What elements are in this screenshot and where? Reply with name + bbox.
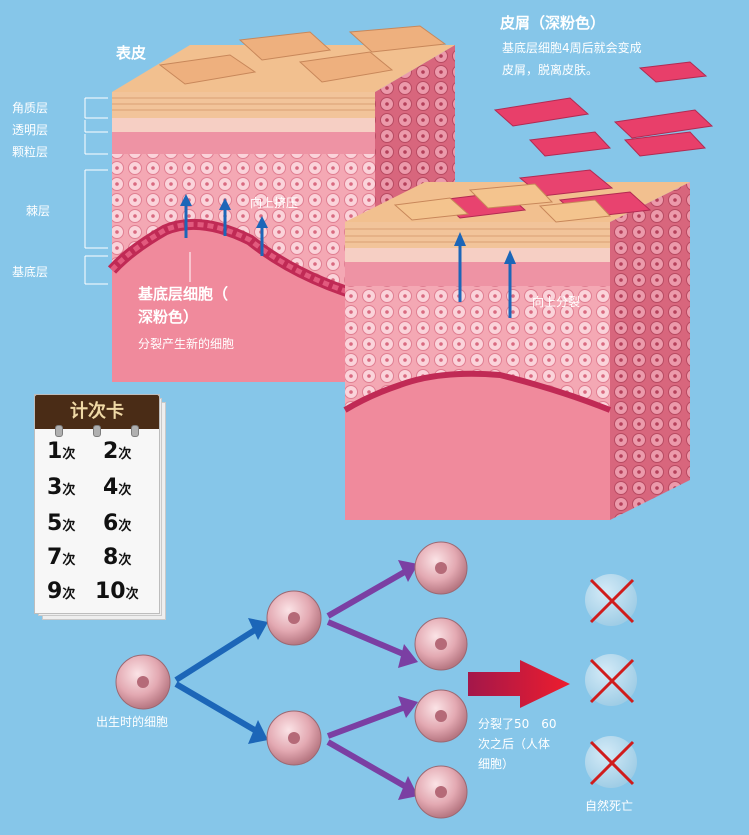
- skin-block-right: [343, 169, 690, 520]
- birth-cell-label: 出生时的细胞: [96, 715, 169, 729]
- card-ring: [131, 425, 139, 437]
- count-card: 计次卡 1次 2次 3次 4次 5次 6次 7次 8次 9次 10次: [34, 394, 166, 620]
- dander-desc-line1: 基底层细胞4周后就会变成: [502, 41, 642, 55]
- layer-label-lucidum: 透明层: [12, 123, 49, 137]
- gen2-cell-1: [414, 541, 468, 595]
- natural-death-label: 自然死亡: [585, 799, 634, 813]
- dead-cell-2: [585, 654, 637, 706]
- split-up-arrows: [454, 232, 516, 318]
- card-ring: [93, 425, 101, 437]
- gen2-cell-4: [414, 765, 468, 819]
- count-8: 8次: [103, 545, 132, 570]
- floating-dander: [493, 61, 714, 157]
- dander-title: 皮屑（深粉色）: [500, 14, 606, 32]
- gen1-cell-bottom: [266, 710, 322, 766]
- division-arrows: [174, 560, 570, 800]
- push-up-arrows: [180, 194, 268, 256]
- layer-brackets: [84, 97, 108, 285]
- count-3: 3次: [47, 475, 76, 500]
- count-2: 2次: [103, 439, 132, 464]
- count-card-title: 计次卡: [35, 395, 159, 429]
- push-up-label: 向上挤压: [250, 196, 299, 210]
- layer-label-spinosum: 棘层: [26, 204, 51, 218]
- dead-cells: [585, 574, 637, 788]
- after-division-line3: 细胞）: [478, 757, 515, 771]
- birth-cell: [115, 654, 171, 710]
- count-9: 9次: [47, 579, 76, 604]
- after-division-line1: 分裂了50 60: [478, 717, 557, 731]
- count-1: 1次: [47, 439, 76, 464]
- count-10: 10次: [95, 579, 139, 604]
- after-division-line2: 次之后（人体: [478, 737, 551, 751]
- basal-title-line2: 深粉色）: [138, 308, 199, 326]
- count-6: 6次: [103, 511, 132, 536]
- dead-cell-1: [585, 574, 637, 626]
- epidermis-label: 表皮: [116, 44, 147, 62]
- layer-label-corneum: 角质层: [12, 101, 49, 115]
- count-4: 4次: [103, 475, 132, 500]
- gen2-cell-2: [414, 617, 468, 671]
- division-cells: [115, 541, 468, 819]
- basal-desc: 分裂产生新的细胞: [138, 337, 235, 351]
- gen2-cell-3: [414, 689, 468, 743]
- split-up-label: 向上分裂: [532, 295, 581, 309]
- layer-label-granulosum: 颗粒层: [12, 145, 49, 159]
- gen1-cell-top: [266, 590, 322, 646]
- dander-desc-line2: 皮屑，脱离皮肤。: [502, 63, 599, 77]
- dead-cell-3: [585, 736, 637, 788]
- layer-label-basale: 基底层: [12, 265, 49, 279]
- count-card-front: 计次卡 1次 2次 3次 4次 5次 6次 7次 8次 9次 10次: [34, 394, 160, 614]
- count-5: 5次: [47, 511, 76, 536]
- skin-block-left: [107, 25, 455, 382]
- basal-title-line1: 基底层细胞（: [138, 285, 229, 303]
- card-ring: [55, 425, 63, 437]
- count-7: 7次: [47, 545, 76, 570]
